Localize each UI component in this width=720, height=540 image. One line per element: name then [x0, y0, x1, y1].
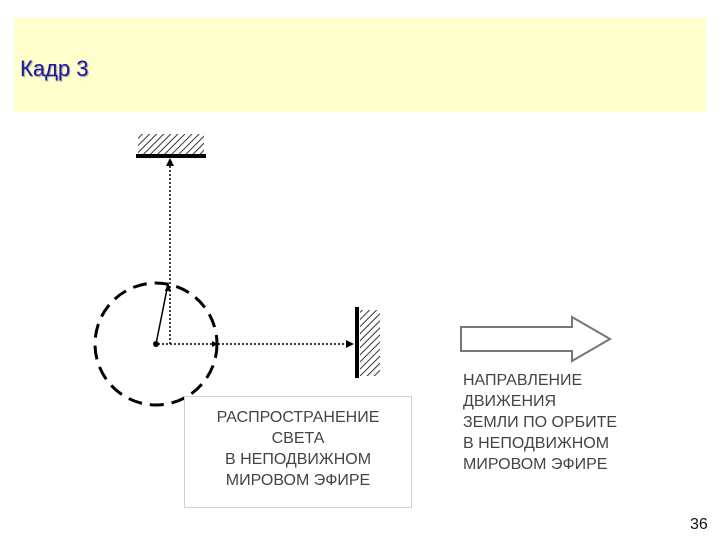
page-number: 36: [690, 516, 708, 533]
light-label-line: РАСПРОСТРАНЕНИЕ: [216, 409, 380, 426]
direction-label-line: В НЕПОДВИЖНОМ: [463, 435, 610, 452]
solid-ray: [155, 283, 169, 345]
top-mirror: [136, 134, 206, 158]
vertical-beam-arrow: [166, 158, 174, 166]
earth-direction-label: НАПРАВЛЕНИЕ ДВИЖЕНИЯ ЗЕМЛИ ПО ОРБИТЕ В Н…: [463, 370, 617, 475]
earth-direction-arrow: [460, 315, 612, 363]
horizontal-beam-arrow: [346, 340, 354, 348]
solid-ray-arrow: [165, 282, 171, 291]
light-label-line: В НЕПОДВИЖНОМ: [224, 451, 372, 468]
title-bar: Кадр 3: [14, 18, 706, 112]
light-label-line: СВЕТА: [271, 430, 325, 447]
light-propagation-label: РАСПРОСТРАНЕНИЕ СВЕТА В НЕПОДВИЖНОМ МИРО…: [184, 396, 412, 508]
light-label-line: МИРОВОМ ЭФИРЕ: [225, 472, 371, 489]
right-mirror: [355, 307, 380, 378]
direction-label-line: НАПРАВЛЕНИЕ: [463, 372, 583, 389]
direction-label-line: МИРОВОМ ЭФИРЕ: [463, 456, 608, 473]
direction-label-line: ЗЕМЛИ ПО ОРБИТЕ: [463, 414, 618, 431]
horizontal-beam-inner-arrow: [212, 341, 218, 347]
direction-label-line: ДВИЖЕНИЯ: [463, 393, 557, 410]
slide-title: Кадр 3: [20, 56, 89, 81]
